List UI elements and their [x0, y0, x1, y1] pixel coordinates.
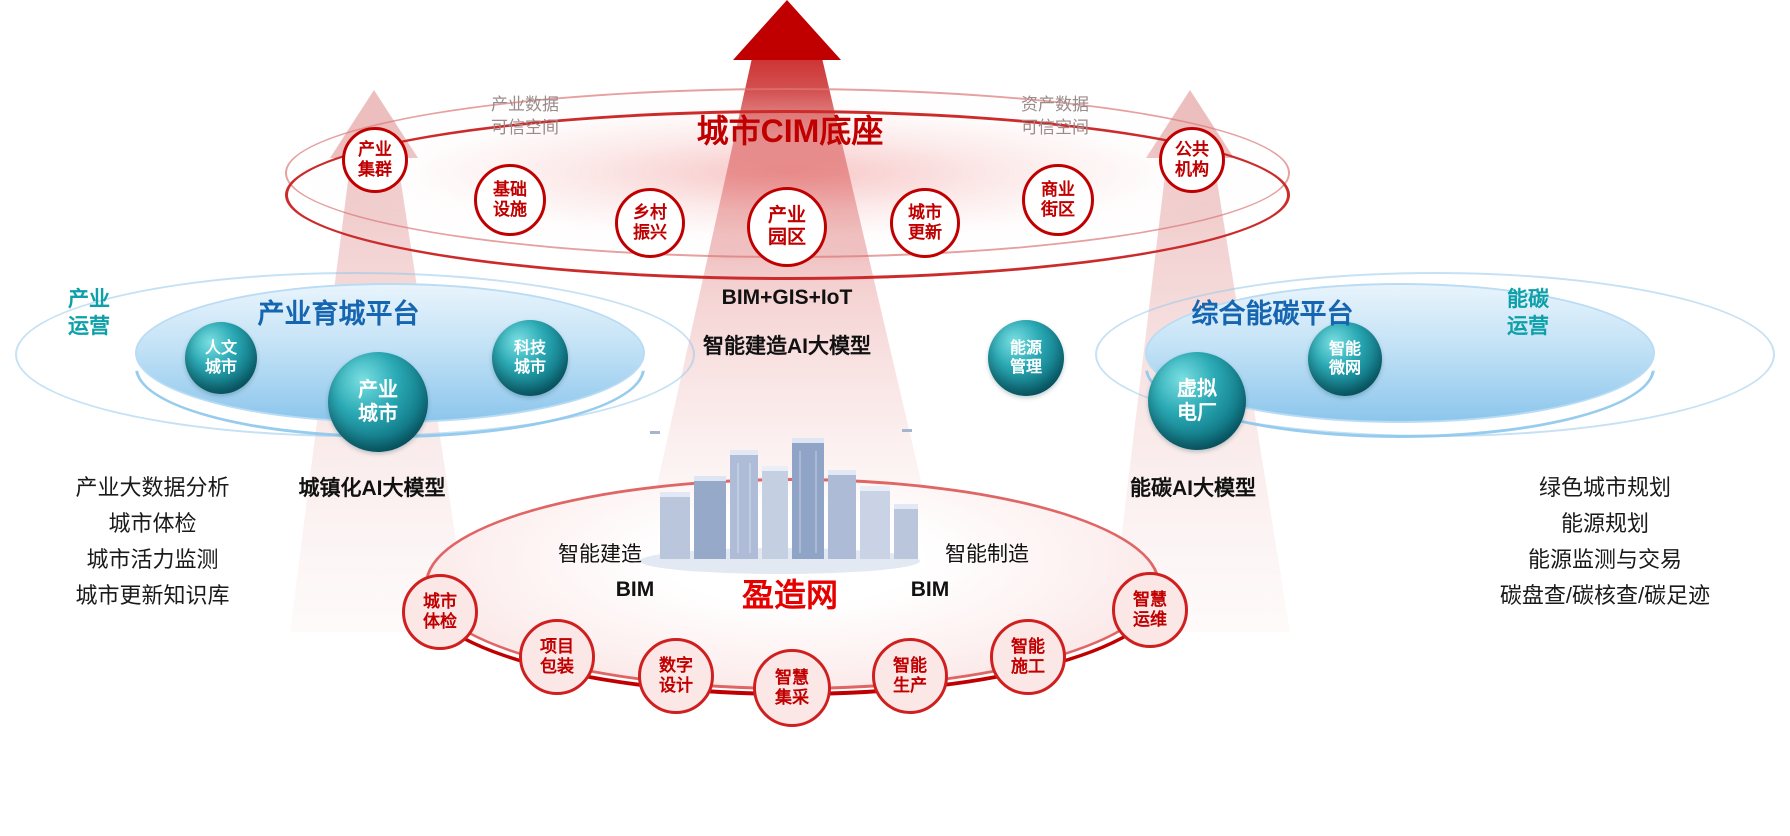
- sphere-technology-city: 科技 城市: [492, 320, 568, 396]
- sphere-smart-microgrid: 智能 微网: [1308, 322, 1382, 396]
- energy-operation-label: 能碳 运营: [1507, 288, 1549, 339]
- construction-net-title: 盈造网: [741, 577, 838, 613]
- sphere-energy-management: 能源 管理: [988, 320, 1064, 396]
- net-node-city-checkup: 城市 体检: [402, 574, 478, 650]
- bim-right-label: BIM: [910, 578, 950, 601]
- construction-ai-model-label: 智能建造AI大模型: [703, 335, 871, 358]
- cim-node-urban-renewal: 城市 更新: [890, 188, 960, 258]
- net-node-smart-construction: 智能 施工: [990, 619, 1066, 695]
- capability-item: 城市体检: [108, 511, 197, 536]
- net-node-smart-production: 智能 生产: [872, 638, 948, 714]
- energy-platform-title: 综合能碳平台: [1191, 299, 1354, 329]
- industry-operation-label: 产业 运营: [68, 288, 110, 339]
- city-illustration: [630, 425, 930, 575]
- smart-manufacturing-label: 智能制造: [945, 543, 1029, 566]
- industry-data-space-label: 产业数据 可信空间: [491, 95, 559, 137]
- bim-gis-iot-label: BIM+GIS+IoT: [721, 286, 853, 309]
- capability-item: 能源规划: [1560, 511, 1649, 536]
- net-node-digital-design: 数字 设计: [638, 638, 714, 714]
- capability-item: 城市活力监测: [86, 547, 219, 572]
- cim-node-commercial-district: 商业 街区: [1022, 164, 1094, 236]
- energy-capability-list: 绿色城市规划 能源规划 能源监测与交易 碳盘查/碳核查/碳足迹: [1455, 470, 1755, 614]
- capability-item: 绿色城市规划: [1538, 475, 1671, 500]
- cim-node-infrastructure: 基础 设施: [474, 164, 546, 236]
- cim-title: 城市CIM底座: [696, 113, 884, 149]
- center-arrow-head: [733, 0, 841, 60]
- net-node-smart-procurement: 智慧 集采: [753, 649, 831, 727]
- industry-platform-title: 产业育城平台: [257, 299, 420, 329]
- cim-node-industry-cluster: 产业 集群: [342, 127, 408, 193]
- capability-item: 能源监测与交易: [1527, 547, 1682, 572]
- cim-platform-rim: [285, 110, 1290, 280]
- sphere-virtual-power-plant: 虚拟 电厂: [1148, 352, 1246, 450]
- urbanization-ai-model-label: 城镇化AI大模型: [298, 477, 446, 500]
- asset-data-space-label: 资产数据 可信空间: [1021, 95, 1089, 137]
- net-node-project-packaging: 项目 包装: [519, 619, 595, 695]
- capability-item: 碳盘查/碳核查/碳足迹: [1499, 583, 1711, 608]
- sphere-humanistic-city: 人文 城市: [185, 322, 257, 394]
- cim-node-industrial-park: 产业 园区: [747, 187, 827, 267]
- industry-capability-list: 产业大数据分析 城市体检 城市活力监测 城市更新知识库: [30, 470, 275, 614]
- cim-node-rural-revitalization: 乡村 振兴: [615, 188, 685, 258]
- center-arrow-beam: [640, 58, 940, 562]
- smart-construction-label: 智能建造: [558, 543, 642, 566]
- sphere-industry-city: 产业 城市: [328, 352, 428, 452]
- bim-left-label: BIM: [615, 578, 655, 601]
- net-node-smart-operation: 智慧 运维: [1112, 572, 1188, 648]
- energy-carbon-ai-model-label: 能碳AI大模型: [1130, 477, 1256, 500]
- capability-item: 产业大数据分析: [75, 475, 230, 500]
- cim-node-public-institution: 公共 机构: [1159, 127, 1225, 193]
- capability-item: 城市更新知识库: [75, 583, 230, 608]
